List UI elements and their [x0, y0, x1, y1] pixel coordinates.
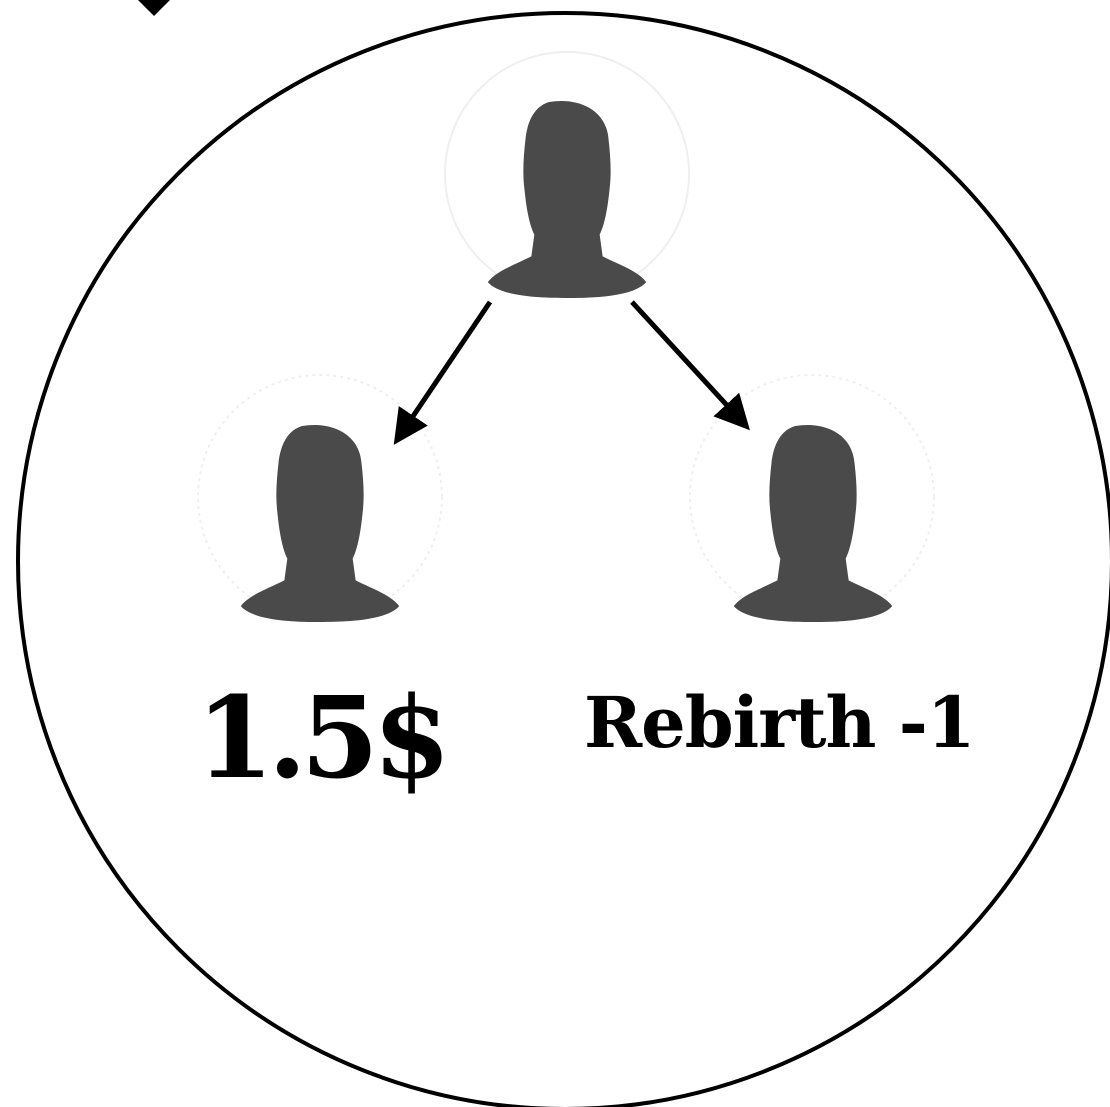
right-user-icon [733, 424, 893, 622]
arrow-to-left-user [393, 300, 493, 445]
left-user-value-label: 1.5$ [196, 673, 451, 804]
left-user-icon [240, 424, 400, 622]
top-user-icon [487, 100, 647, 298]
arrow-to-right-user [630, 300, 750, 431]
right-user-value-label: Rebirth -1 [584, 681, 975, 764]
corner-arrow-tip [138, 0, 170, 16]
outer-circle [16, 11, 1110, 1107]
